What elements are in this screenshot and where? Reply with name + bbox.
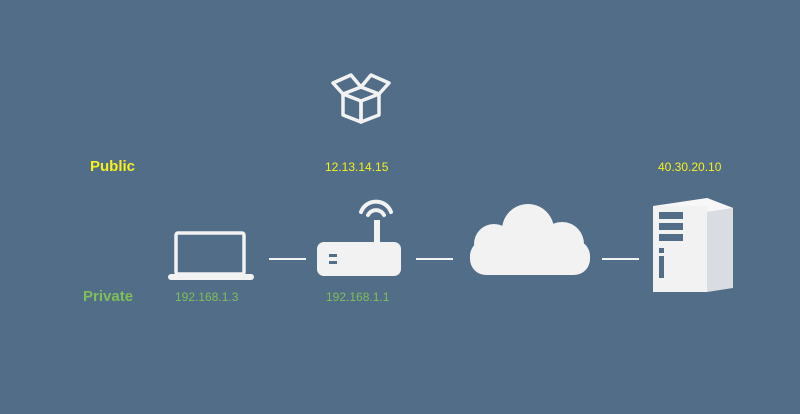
laptop-icon bbox=[168, 231, 254, 280]
public-row-label: Public bbox=[90, 158, 136, 175]
wifi-router-icon bbox=[317, 199, 401, 276]
cloud-icon bbox=[470, 204, 590, 275]
link-cloud-server bbox=[602, 258, 639, 260]
server-public-ip: 40.30.20.10 bbox=[658, 160, 722, 174]
open-box-icon bbox=[331, 73, 391, 124]
router-public-ip: 12.13.14.15 bbox=[325, 160, 389, 174]
private-row-label: Private bbox=[83, 288, 134, 305]
link-router-cloud bbox=[416, 258, 453, 260]
server-tower-icon bbox=[653, 198, 733, 292]
router-private-ip: 192.168.1.1 bbox=[326, 290, 390, 304]
link-laptop-router bbox=[269, 258, 306, 260]
laptop-private-ip: 192.168.1.3 bbox=[175, 290, 239, 304]
